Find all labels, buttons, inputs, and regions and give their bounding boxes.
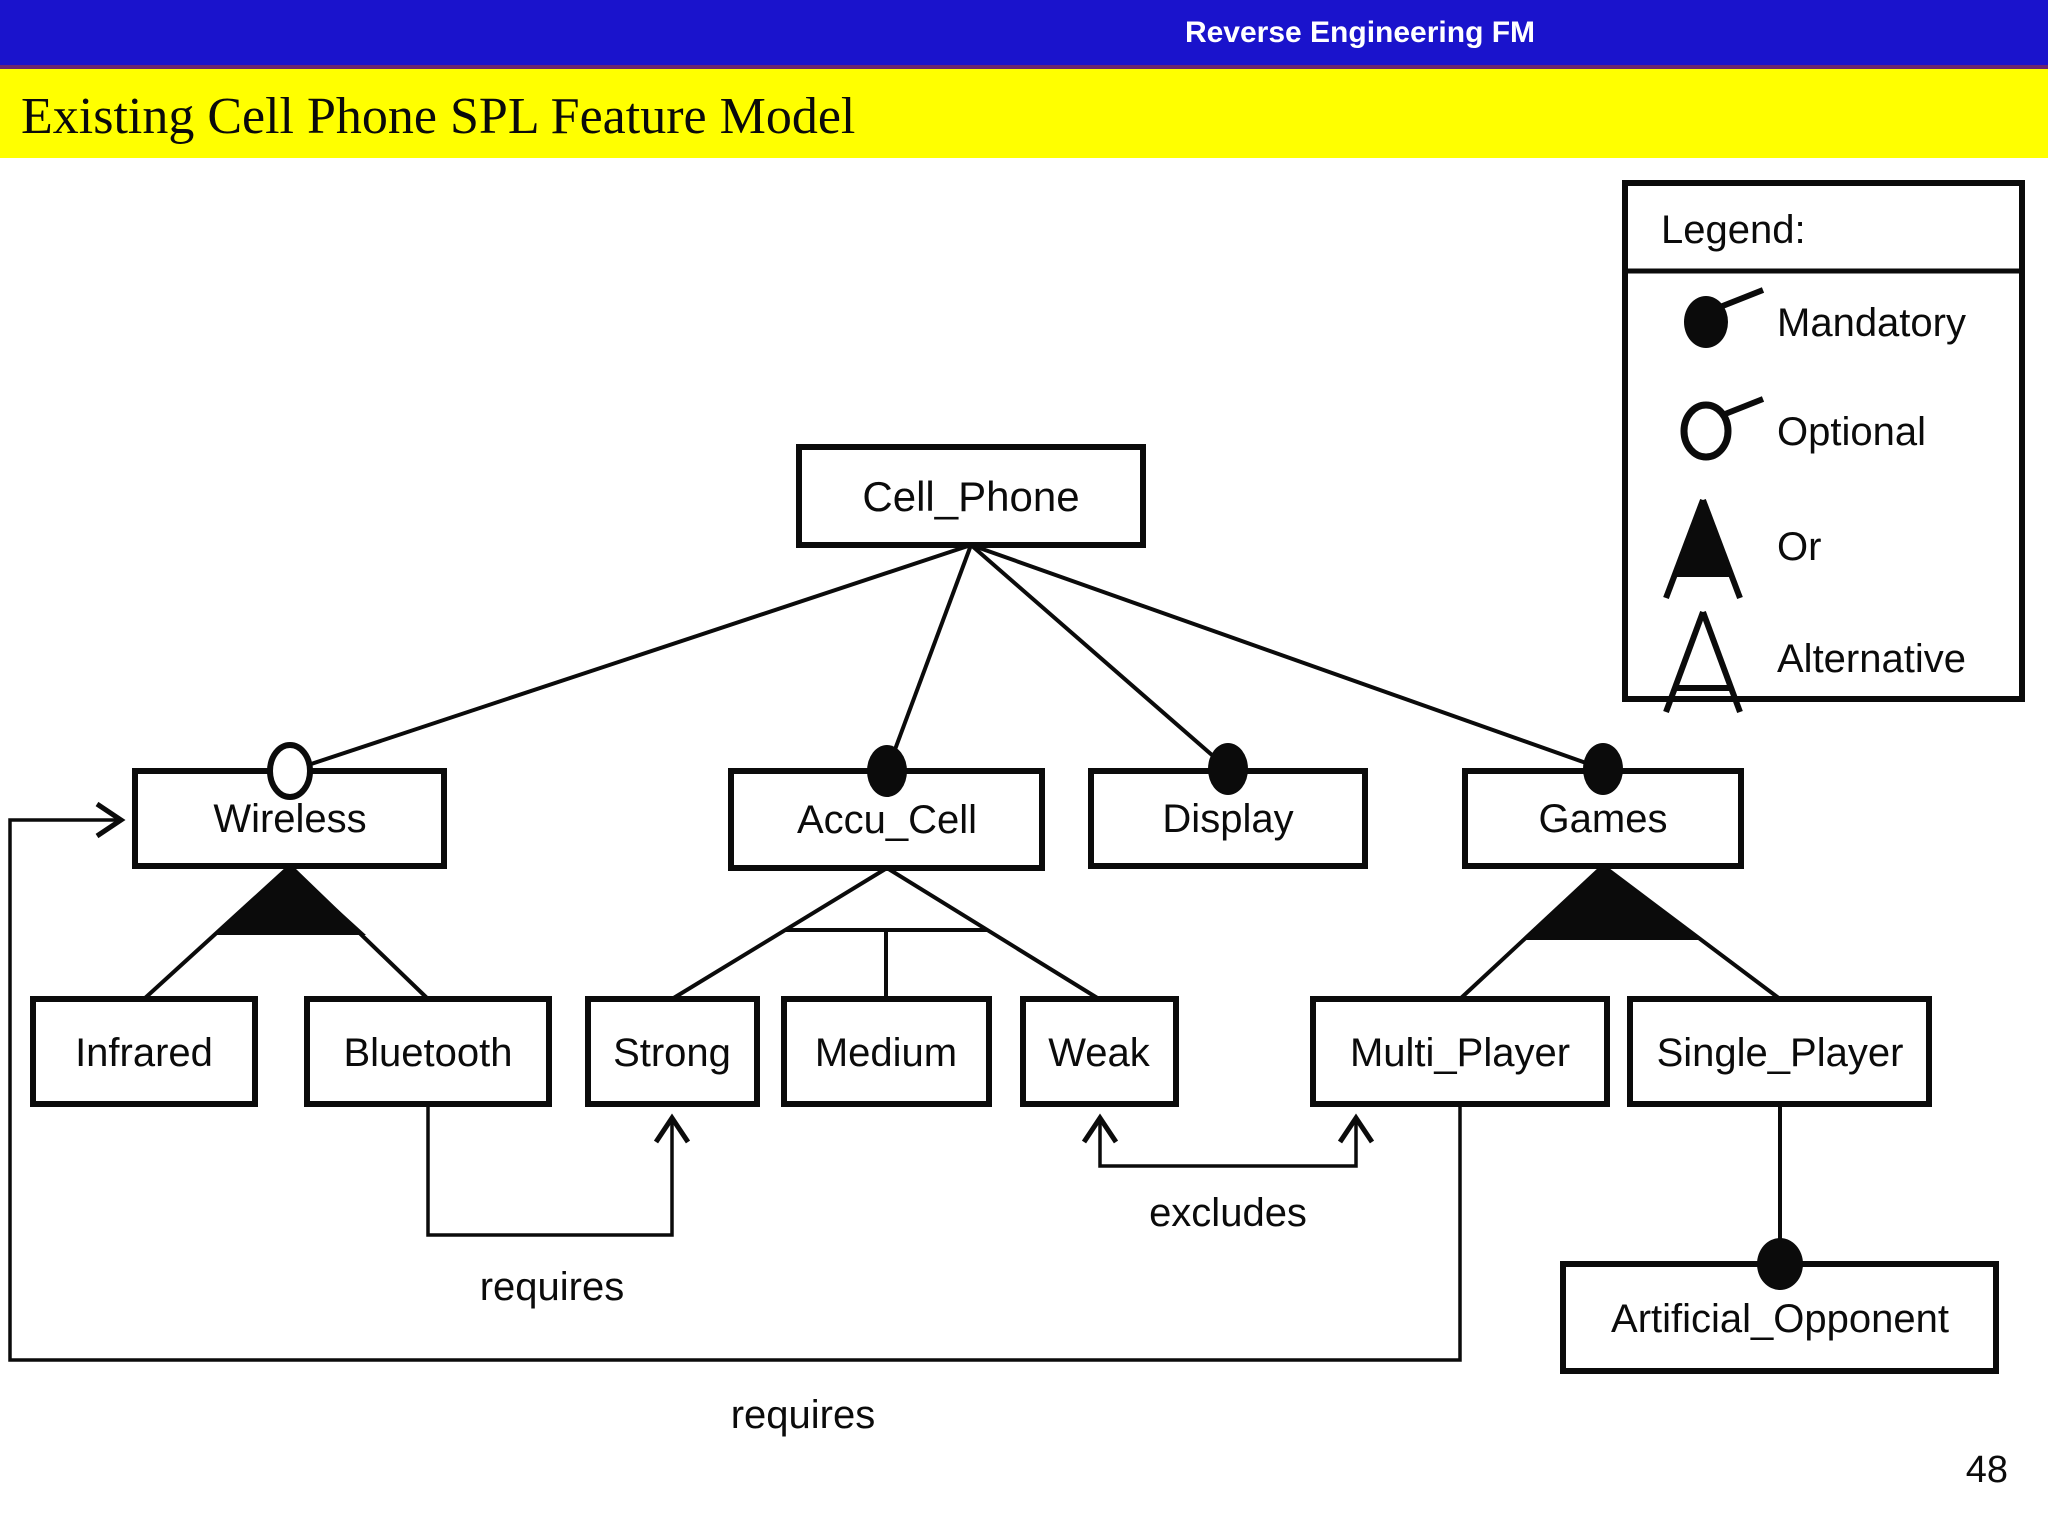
legend-title: Legend: [1661,208,1806,252]
tree-edges [289,543,1604,773]
node-games: Games [1462,743,1744,869]
node-infrared: Infrared [30,996,258,1107]
alternative-icon [1663,610,1706,714]
edge-cellphone-wireless [289,543,972,773]
node-label: Multi_Player [1350,1031,1570,1075]
node-artificial-opponent: Artificial_Opponent [1560,1238,1999,1374]
node-label: Single_Player [1657,1031,1904,1075]
constraint-weak-excludes-multiplayer: excludes [1081,1113,1375,1235]
page-number: 48 [1966,1449,2008,1491]
node-wireless: Wireless [132,742,447,869]
or-triangle-icon [214,866,366,935]
node-box [1310,996,1610,1107]
node-single-player: Single_Player [1627,996,1932,1107]
legend-item-label: Optional [1777,410,1926,454]
node-label: Wireless [213,797,366,841]
node-bluetooth: Bluetooth [304,996,552,1107]
alternative-group-accucell [670,866,1101,1001]
edge-cellphone-accucell [885,544,973,772]
node-box [30,996,258,1107]
optional-icon [1680,401,1732,461]
or-triangle-icon [1523,866,1701,940]
mandatory-icon [867,745,907,797]
node-label: Games [1539,797,1668,841]
mandatory-icon [1757,1238,1803,1290]
constraint-multiplayer-requires-wireless: requires [8,801,1462,1437]
legend: Legend: Mandatory Optional Or [1622,180,2025,714]
optional-icon [267,742,313,800]
node-label: Strong [613,1031,731,1075]
requires-arrow [8,801,1462,1362]
node-box [1020,996,1179,1107]
node-box [132,768,447,869]
node-box [796,444,1146,548]
or-icon [1700,498,1743,600]
mandatory-icon [1684,296,1728,348]
alternative-icon [1700,610,1743,714]
or-group-wireless [142,864,430,1001]
requires-arrow [426,1104,691,1237]
header-title: Reverse Engineering FM [1184,15,1536,49]
legend-item-label: Or [1777,525,1821,569]
edge-games-singleplayer [1601,864,1782,1001]
legend-item-mandatory: Mandatory [1684,287,1966,348]
node-label: Bluetooth [343,1031,512,1075]
edge-accucell-weak [885,866,1101,1001]
node-box [304,996,552,1107]
legend-item-label: Alternative [1777,637,1966,681]
node-cell-phone: Cell_Phone [796,444,1146,548]
node-accu-cell: Accu_Cell [728,745,1045,871]
title-bar: Existing Cell Phone SPL Feature Model [0,69,2048,158]
node-box [585,996,760,1107]
node-strong: Strong [585,996,760,1107]
or-icon [1663,498,1706,600]
node-label: Weak [1048,1031,1151,1075]
constraint-label: excludes [1149,1191,1307,1235]
constraint-bluetooth-requires-strong: requires [426,1104,691,1309]
node-label: Display [1162,797,1293,841]
node-label: Cell_Phone [862,473,1079,520]
node-medium: Medium [781,996,992,1107]
node-box [781,996,992,1107]
edge-accucell-strong [670,866,889,1001]
mandatory-icon [1583,743,1623,795]
node-label: Infrared [75,1031,213,1075]
page-title: Existing Cell Phone SPL Feature Model [21,87,856,145]
header-bar: Reverse Engineering FM [0,0,2048,69]
or-group-games [1458,864,1782,1001]
legend-item-or: Or [1663,498,1821,600]
node-box [1627,996,1932,1107]
mandatory-icon [1208,743,1248,795]
node-label: Accu_Cell [797,798,977,842]
or-icon [1674,500,1732,577]
legend-item-optional: Optional [1680,396,1926,461]
legend-item-alternative: Alternative [1663,610,1966,714]
constraint-label: requires [480,1265,625,1309]
edge-cellphone-display [969,543,1230,771]
edge-cellphone-games [970,543,1604,771]
excludes-arrow [1081,1113,1375,1168]
node-multi-player: Multi_Player [1310,996,1610,1107]
constraint-label: requires [731,1393,876,1437]
legend-item-label: Mandatory [1777,301,1966,345]
node-weak: Weak [1020,996,1179,1107]
node-label: Medium [815,1031,957,1075]
node-label: Artificial_Opponent [1611,1297,1949,1341]
node-display: Display [1088,743,1368,869]
